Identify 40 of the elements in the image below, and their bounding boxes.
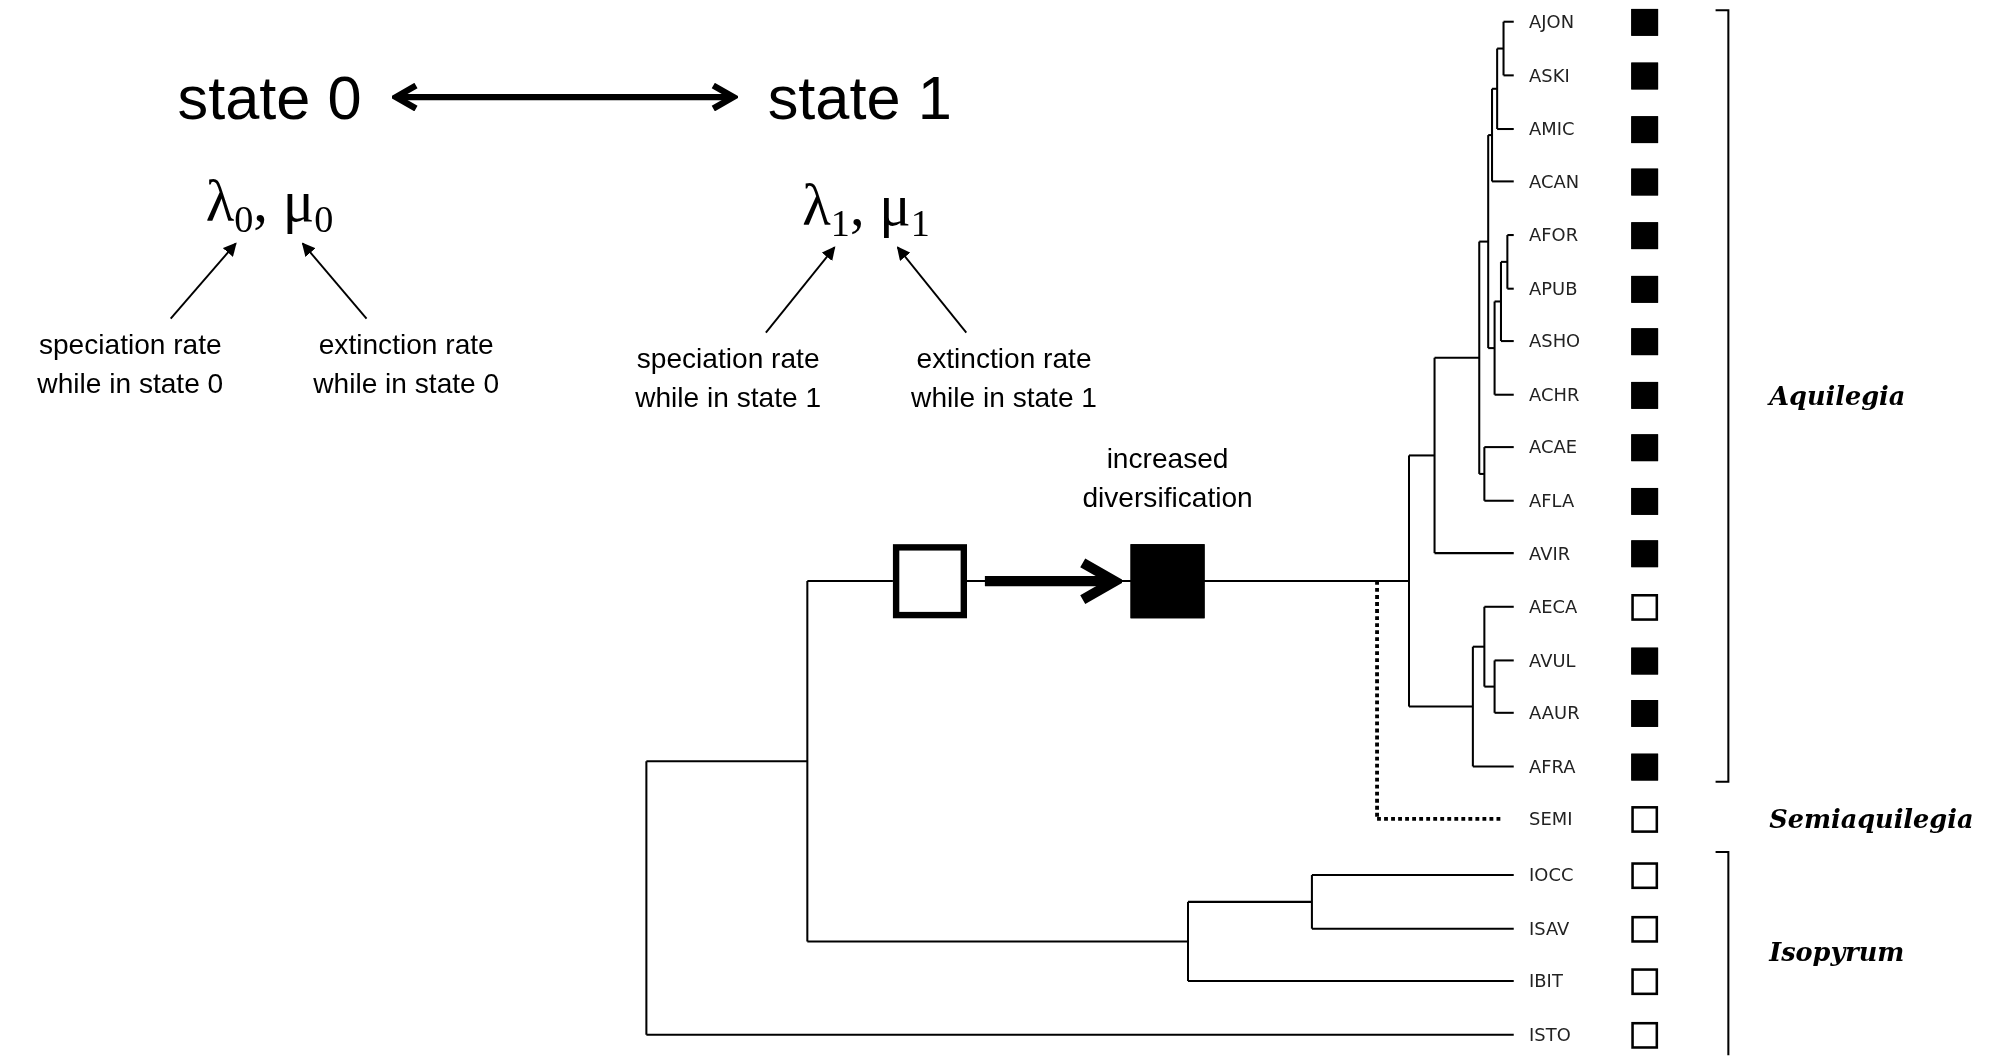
- taxon-label: AVUL: [1529, 649, 1576, 672]
- annotation-text: extinction rate while in state 1: [882, 338, 1126, 421]
- rate-formula: λ$_{1}$, μ$_{1}$: [776, 175, 956, 242]
- annotation-text: extinction rate while in state 0: [284, 324, 528, 407]
- taxon-label: IOCC: [1529, 863, 1574, 887]
- taxon-label: AFRA: [1529, 755, 1576, 778]
- arrow: [169, 242, 237, 320]
- character-state-box: [1130, 544, 1205, 619]
- taxon-label: ASHO: [1529, 329, 1581, 353]
- state-label: state 1: [749, 62, 970, 132]
- taxon-label: AAUR: [1529, 701, 1580, 725]
- state-label: state 0: [159, 62, 380, 132]
- genus-label: Aquilegia: [1769, 379, 1906, 414]
- annotation-text: speciation rate while in state 0: [8, 324, 252, 407]
- taxon-label: ISAV: [1529, 917, 1570, 941]
- taxon-label: ACHR: [1529, 383, 1580, 407]
- taxon-label: AVIR: [1529, 541, 1571, 565]
- taxon-label: ACAN: [1529, 170, 1580, 193]
- taxon-label: APUB: [1529, 277, 1578, 301]
- arrow: [764, 246, 836, 334]
- rate-formula: λ$_{0}$, μ$_{0}$: [180, 171, 359, 238]
- taxon-label: SEMI: [1529, 807, 1573, 831]
- taxon-label: AECA: [1529, 595, 1578, 619]
- arrow: [984, 557, 1120, 605]
- taxon-label: AJON: [1529, 10, 1575, 34]
- genus-label: Semiaquilegia: [1769, 802, 1974, 837]
- taxon-label: IBIT: [1529, 969, 1563, 993]
- annotation-text: increased diversification: [1081, 441, 1254, 516]
- double-arrow: [392, 82, 737, 112]
- taxon-label: AFLA: [1529, 489, 1575, 513]
- character-state-box: [892, 544, 967, 619]
- taxon-label: ISTO: [1529, 1023, 1571, 1047]
- genus-label: Isopyrum: [1769, 935, 1905, 969]
- taxon-label: ACAE: [1529, 435, 1577, 459]
- annotation-text: speciation rate while in state 1: [606, 338, 850, 421]
- taxon-label: AMIC: [1529, 117, 1575, 141]
- arrow: [896, 246, 968, 334]
- taxon-label: AFOR: [1529, 223, 1579, 247]
- arrow: [301, 242, 368, 320]
- taxon-label: ASKI: [1529, 64, 1570, 87]
